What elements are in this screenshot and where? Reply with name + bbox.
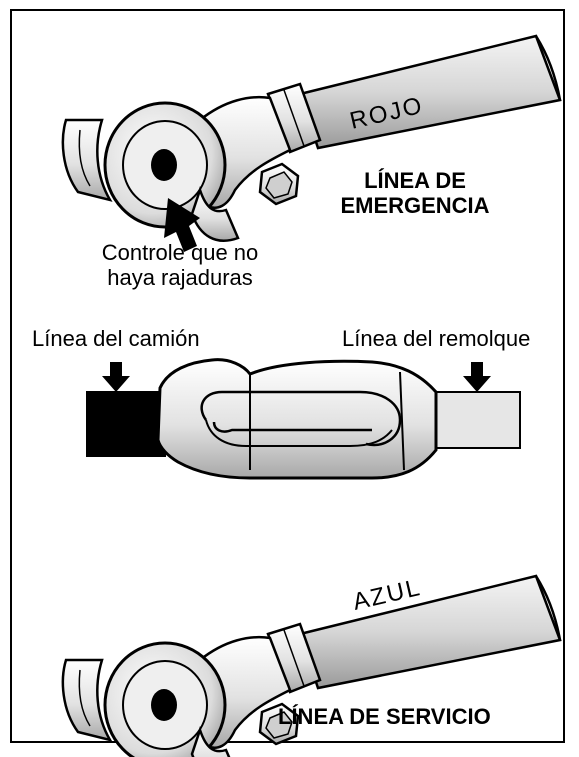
truck-line-arrow-icon [102,362,130,392]
trailer-line-arrow-icon [463,362,491,392]
emergency-title-line2: EMERGENCIA [340,193,490,219]
check-note-line2: haya rajaduras [107,265,253,291]
emergency-title-line1: LÍNEA DE [364,168,466,193]
service-line-title: LÍNEA DE SERVICIO [278,704,491,729]
trailer-line-label: Línea del remolque [342,326,531,351]
check-note-line1: Controle que no [101,240,259,265]
emergency-line-title: LÍNEA DE EMERGENCIA [330,168,500,219]
truck-line-label: Línea del camión [32,326,200,351]
service-glad-hand [61,574,562,757]
check-cracks-note: Controle que no haya rajaduras [80,240,280,291]
coupled-glad-hands [86,358,521,480]
emergency-glad-hand [61,34,562,252]
